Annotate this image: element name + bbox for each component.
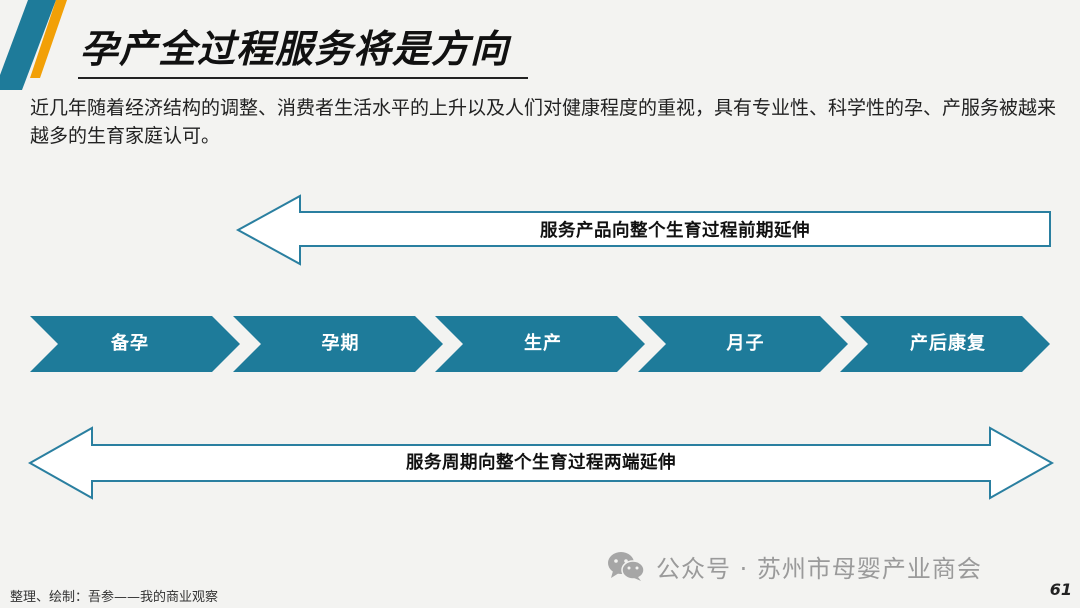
watermark-text: 公众号 · 苏州市母婴产业商会 bbox=[656, 554, 982, 583]
stage-chevron: 生产 bbox=[435, 316, 647, 372]
bottom-arrow-label: 服务周期向整个生育过程两端延伸 bbox=[406, 453, 676, 473]
page-title: 孕产全过程服务将是方向 bbox=[80, 27, 510, 71]
stage-chevron: 月子 bbox=[637, 316, 850, 372]
title-accent-bars bbox=[0, 0, 67, 90]
left-arrow bbox=[235, 194, 1051, 266]
stage-chevron: 孕期 bbox=[232, 316, 445, 372]
stage-label: 月子 bbox=[726, 333, 765, 354]
chevron-shape bbox=[232, 316, 443, 372]
stage-chevron-row: 备孕 孕期 生产 月子 产后康复 bbox=[0, 316, 1080, 372]
chevron-shape bbox=[435, 316, 645, 372]
chevron-shape bbox=[840, 316, 1050, 372]
top-arrow-label: 服务产品向整个生育过程前期延伸 bbox=[540, 221, 810, 241]
stage-label: 孕期 bbox=[321, 333, 360, 354]
stage-chevron: 产后康复 bbox=[840, 316, 1052, 372]
wechat-icon bbox=[608, 552, 645, 581]
page-number: 61 bbox=[1049, 580, 1072, 599]
stage-label: 生产 bbox=[524, 333, 562, 354]
double-arrow bbox=[27, 426, 1055, 500]
stage-label: 备孕 bbox=[111, 333, 149, 354]
stage-label: 产后康复 bbox=[910, 333, 986, 354]
stage-chevron: 备孕 bbox=[30, 316, 242, 372]
title-underline bbox=[78, 77, 528, 79]
watermark: 公众号 · 苏州市母婴产业商会 bbox=[606, 549, 982, 583]
footer-credit: 整理、绘制：吾参——我的商业观察 bbox=[10, 590, 219, 605]
chevron-shape bbox=[637, 316, 848, 372]
intro-paragraph: 近几年随着经济结构的调整、消费者生活水平的上升以及人们对健康程度的重视，具有专业… bbox=[30, 97, 1057, 147]
chevron-shape bbox=[30, 316, 240, 372]
